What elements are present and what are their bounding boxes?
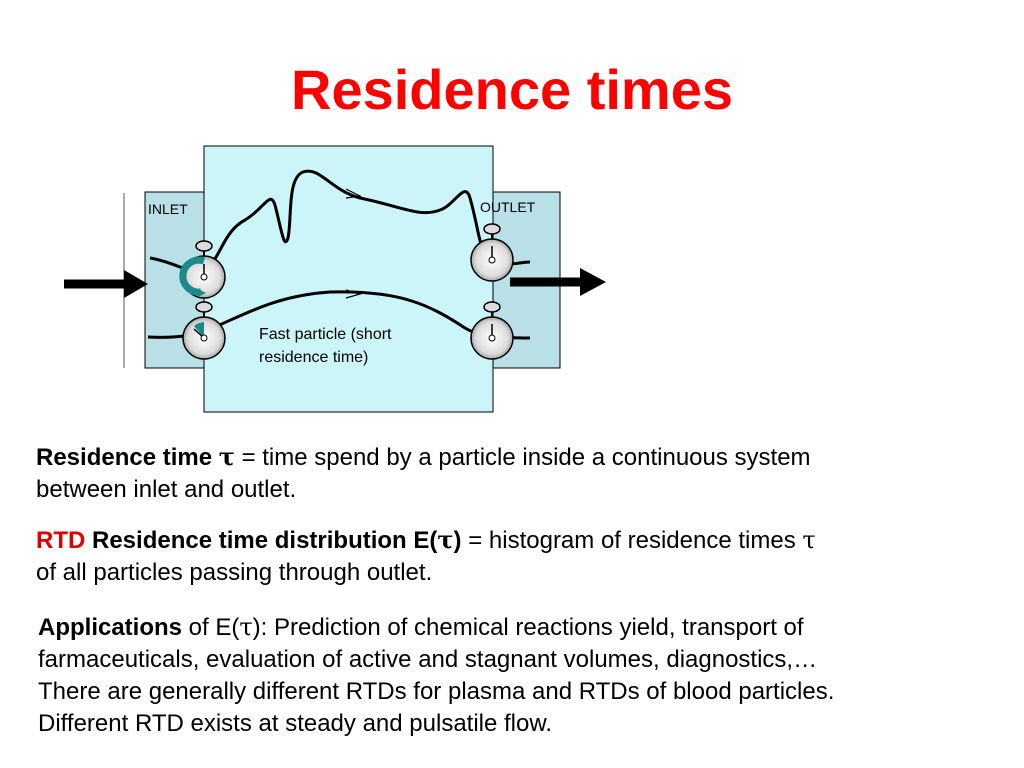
applications-pre: of E( [182,614,240,641]
tau-symbol: τ [218,442,235,471]
rtd-abbr: RTD [36,527,86,554]
applications-line-2: farmaceuticals, evaluation of active and… [38,646,818,673]
residence-time-term: Residence time [36,444,213,471]
definition-text-1: = time spend by a particle inside a cont… [234,444,811,471]
rtd-text-2: of all particles passing through outlet. [36,559,433,586]
tau-symbol: τ [437,525,454,554]
residence-time-definition: Residence time τ = time spend by a parti… [36,441,986,506]
fast-path-arrow-icon [345,289,363,299]
outlet-label: OUTLET [480,199,536,215]
fast-particle-label-1: Fast particle (short [259,326,392,343]
rtd-term: Residence time distribution E( [92,527,438,554]
inlet-label: INLET [148,201,188,217]
page-title: Residence times [291,58,733,121]
slow-particle-path [149,169,531,273]
fast-particle-label-2: residence time) [259,349,368,366]
applications-line-3: There are generally different RTDs for p… [38,678,835,705]
definition-text-2: between inlet and outlet. [36,476,297,503]
stopwatch-icon [179,240,226,299]
residence-time-diagram: INLET OUTLET Fast particle (short reside… [64,145,606,413]
stopwatch-icon [470,223,514,282]
applications-term: Applications [38,614,183,641]
rtd-definition: RTD Residence time distribution E(τ) = h… [36,524,986,589]
tank [203,145,494,413]
stopwatch-icon [470,301,514,360]
tau-symbol: τ [239,613,253,641]
stopwatch-icon [182,301,226,360]
inlet-flow-arrow-icon [64,270,148,298]
applications-post: ): Prediction of chemical reactions yiel… [252,614,804,641]
slow-path-arrow-icon [345,188,362,199]
rtd-text-1: = histogram of residence times [461,527,803,554]
applications-line-4: Different RTD exists at steady and pulsa… [38,710,553,737]
outlet-flow-arrow-icon [510,268,606,296]
rtd-term-end: ) [453,527,462,554]
applications-paragraph: Applications of E(τ): Prediction of chem… [38,611,1008,740]
tau-symbol: τ [802,526,816,554]
